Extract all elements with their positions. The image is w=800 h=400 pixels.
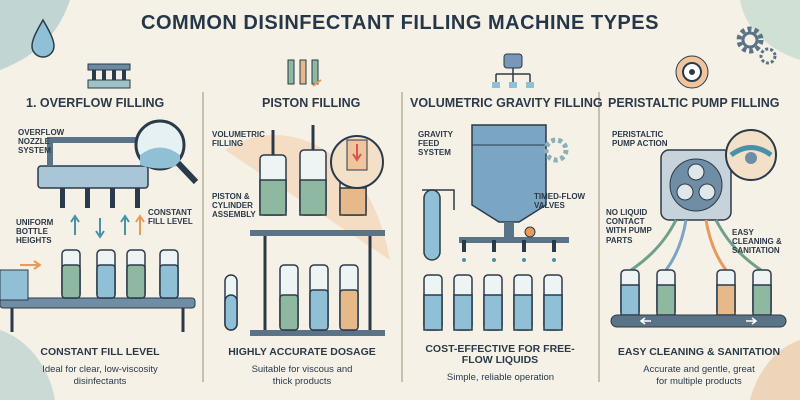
nozzle-rack-icon <box>87 63 131 89</box>
label-piston-cylinder: PISTON & CYLINDER ASSEMBLY <box>212 192 256 220</box>
label-no-liquid-contact: NO LIQUID CONTACT WITH PUMP PARTS <box>606 208 652 245</box>
gravity-summary-title: COST-EFFECTIVE FOR FREE-FLOW LIQUIDS <box>425 343 575 367</box>
label-constant-fill-level: CONSTANT FILL LEVEL <box>148 208 193 227</box>
overflow-summary-title: CONSTANT FILL LEVEL <box>40 346 160 358</box>
peristaltic-summary-desc-2: for multiple products <box>656 376 742 387</box>
gravity-filler-illustration <box>422 124 569 331</box>
panel-title-gravity: VOLUMETRIC GRAVITY FILLING <box>410 96 603 110</box>
syringe-icon <box>287 59 322 87</box>
label-peristaltic-pump-action: PERISTALTIC PUMP ACTION <box>612 130 668 149</box>
panel-title-overflow: 1. OVERFLOW FILLING <box>26 96 165 110</box>
label-easy-cleaning: EASY CLEANING & SANITATION <box>732 228 782 256</box>
piston-summary-desc-1: Suitable for viscous and <box>251 364 353 375</box>
overflow-summary-desc-2: disinfectants <box>73 376 127 387</box>
panel-title-piston: PISTON FILLING <box>262 96 361 110</box>
peristaltic-summary-title: EASY CLEANING & SANITATION <box>617 346 781 358</box>
gravity-tank-icon <box>492 53 534 88</box>
panel-divider <box>401 92 403 382</box>
label-timed-flow-valves: TIMED-FLOW VALVES <box>534 192 586 211</box>
overflow-filler-illustration <box>0 119 199 332</box>
piston-summary-desc-2: thick products <box>272 376 332 387</box>
panel-title-peristaltic: PERISTALTIC PUMP FILLING <box>608 96 780 110</box>
pump-rotor-icon <box>675 55 709 89</box>
droplet-icon <box>31 18 55 58</box>
piston-filler-illustration <box>224 125 390 336</box>
overflow-summary-desc-1: Ideal for clear, low-viscosity <box>42 364 158 375</box>
label-volumetric-filling: VOLUMETRIC FILLING <box>212 130 265 149</box>
gravity-summary-desc: Simple, reliable operation <box>446 372 555 383</box>
gear-icon <box>736 26 777 65</box>
peristaltic-summary-desc-1: Accurate and gentle, great <box>643 364 755 375</box>
label-gravity-feed: GRAVITY FEED SYSTEM <box>418 130 453 158</box>
panel-divider <box>598 92 600 382</box>
piston-summary-title: HIGHLY ACCURATE DOSAGE <box>228 346 376 358</box>
peristaltic-filler-illustration <box>610 129 787 328</box>
label-overflow-nozzle: OVERFLOW NOZZLE SYSTEM <box>18 128 65 156</box>
panel-divider <box>202 92 204 382</box>
label-uniform-bottle-heights: UNIFORM BOTTLE HEIGHTS <box>16 218 54 246</box>
page-title: COMMON DISINFECTANT FILLING MACHINE TYPE… <box>141 12 659 34</box>
